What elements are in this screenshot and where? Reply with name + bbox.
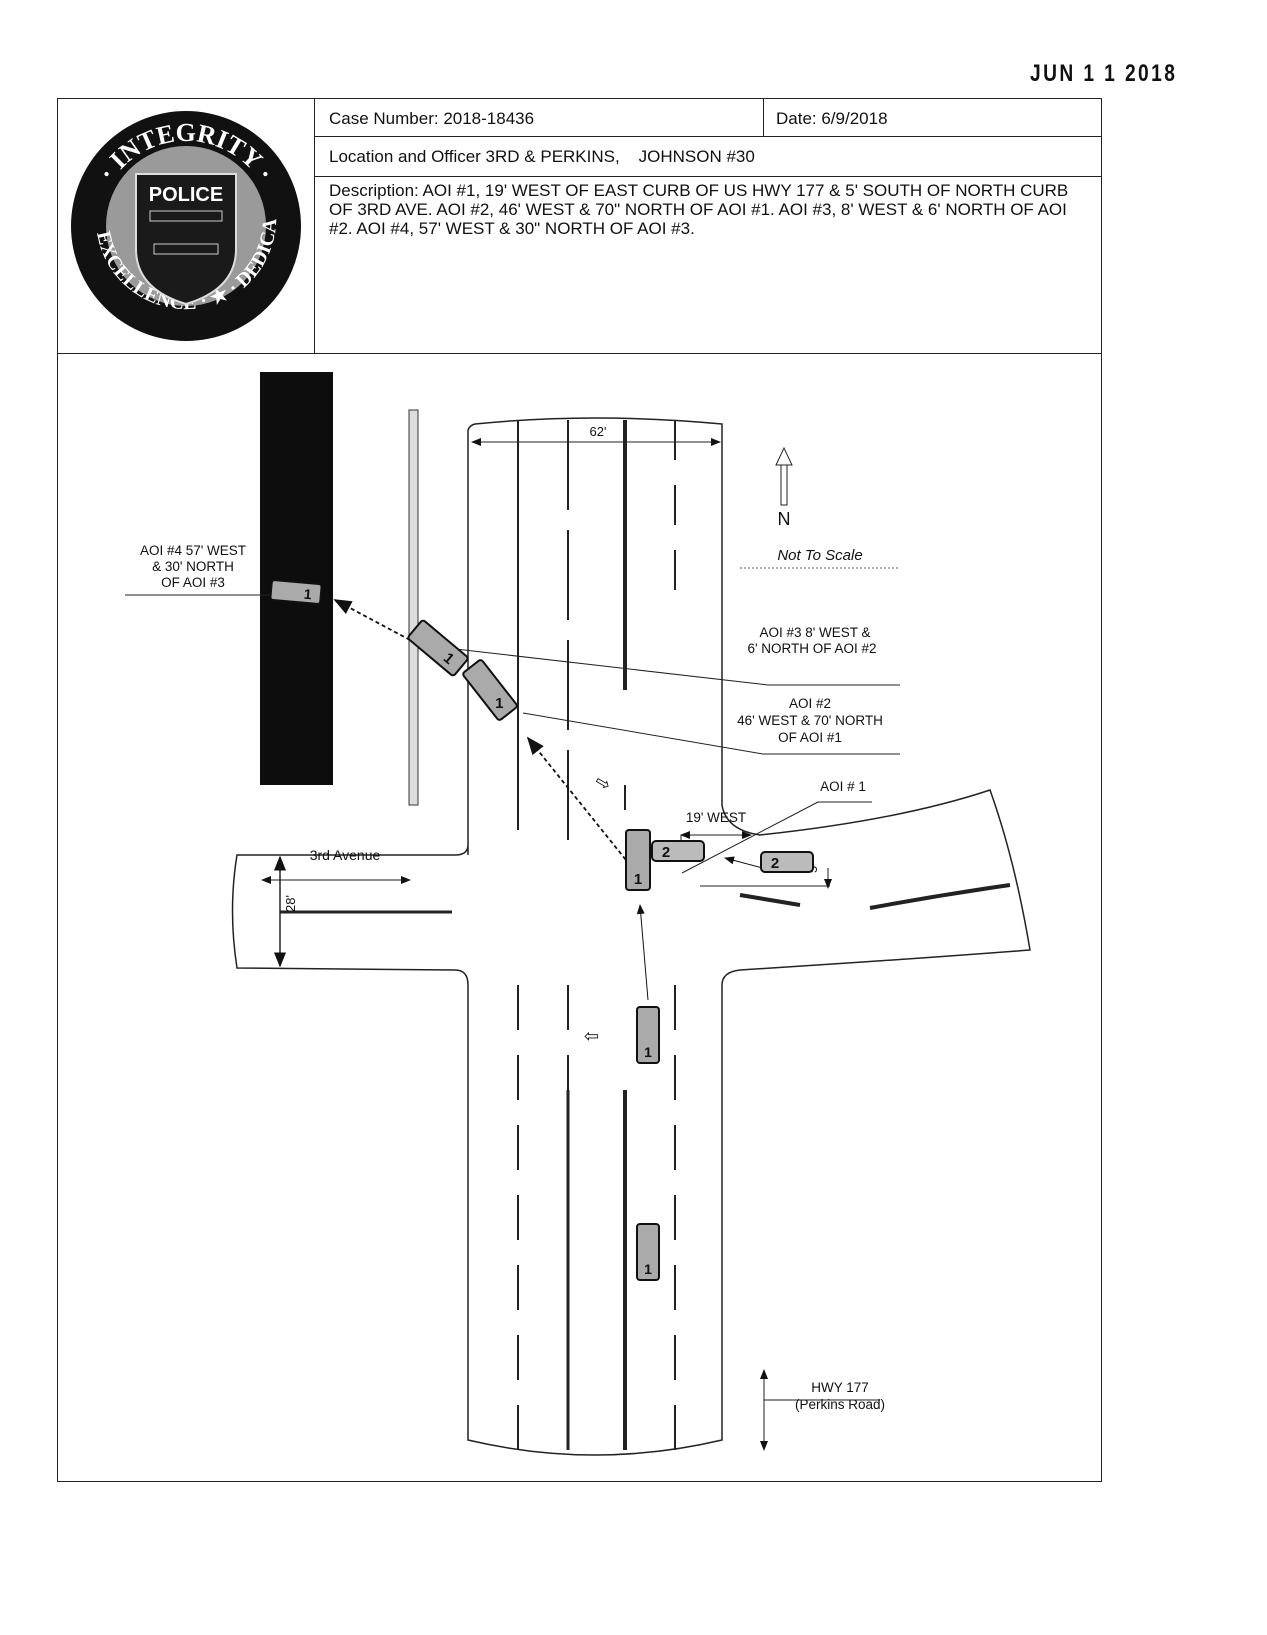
svg-text:1: 1	[644, 1261, 652, 1277]
north-arrow-icon	[775, 446, 793, 506]
vehicle-1-aoi1: 1	[625, 829, 651, 891]
vehicle-1-final: 1	[269, 579, 323, 605]
aoi4-label-2: & 30' NORTH	[152, 559, 234, 574]
road-width-label: 62'	[590, 424, 607, 439]
report-frame: · INTEGRITY · EXCELLENCE · ★ · DEDICATIO…	[50, 82, 1102, 1482]
svg-text:1: 1	[495, 695, 503, 712]
turn-arrow-icon: ⇦	[584, 1026, 599, 1046]
aoi2-label-3: OF AOI #1	[778, 730, 842, 745]
vehicle-1-aoi2: 1	[462, 659, 518, 721]
svg-text:1: 1	[644, 1044, 652, 1060]
vehicle-2-aoi1: 2	[651, 840, 705, 862]
received-date-stamp: JUN 1 1 2018	[1030, 60, 1178, 87]
vehicle-1-start: 1	[636, 1223, 660, 1281]
aoi4-label-1: AOI #4 57' WEST	[140, 543, 246, 558]
scale-note: Not To Scale	[777, 547, 862, 564]
svg-text:POLICE: POLICE	[149, 184, 223, 206]
case-row: Case Number: 2018-18436 Date: 6/9/2018	[315, 99, 1101, 137]
svg-text:2: 2	[771, 855, 779, 872]
roadway-outline	[231, 417, 1031, 1456]
leader-lines	[125, 594, 900, 1451]
description: Description: AOI #1, 19' WEST OF EAST CU…	[329, 181, 1069, 238]
turn-arrow-icon: ⇨	[592, 770, 615, 795]
police-seal-logo: · INTEGRITY · EXCELLENCE · ★ · DEDICATIO…	[50, 82, 315, 353]
street-label-hwy-2: (Perkins Road)	[795, 1397, 885, 1412]
west-dimension-label: 19' WEST	[686, 810, 746, 825]
north-label: N	[778, 509, 791, 529]
street-label-3rd-avenue: 3rd Avenue	[310, 847, 381, 863]
svg-text:1: 1	[303, 586, 312, 603]
lane-markings	[280, 420, 1011, 1450]
svg-text:1: 1	[634, 871, 642, 888]
vehicle-1-aoi3: 1	[407, 619, 469, 677]
avenue-width-label: 28'	[283, 895, 298, 912]
report-header: · INTEGRITY · EXCELLENCE · ★ · DEDICATIO…	[50, 82, 1101, 354]
svg-text:2: 2	[662, 844, 670, 861]
aoi4-label-3: OF AOI #3	[161, 575, 225, 590]
case-number: Case Number: 2018-18436	[329, 109, 535, 128]
aoi2-label-1: AOI #2	[789, 696, 831, 711]
vehicle-1-approach: 1	[636, 1006, 660, 1064]
travel-paths	[333, 599, 771, 1001]
vehicle-2-approach: 2	[760, 851, 814, 873]
aoi2-label-2: 46' WEST & 70' NORTH	[737, 713, 883, 728]
dark-lot-area	[260, 372, 333, 785]
aoi3-label-2: 6' NORTH OF AOI #2	[747, 641, 876, 656]
aoi3-label-1: AOI #3 8' WEST &	[759, 625, 870, 640]
aoi1-label: AOI # 1	[820, 779, 866, 794]
location-officer: Location and Officer 3RD & PERKINS, JOHN…	[315, 137, 1101, 177]
street-label-hwy-1: HWY 177	[811, 1380, 869, 1395]
fence	[408, 409, 419, 806]
report-date: Date: 6/9/2018	[763, 99, 888, 137]
